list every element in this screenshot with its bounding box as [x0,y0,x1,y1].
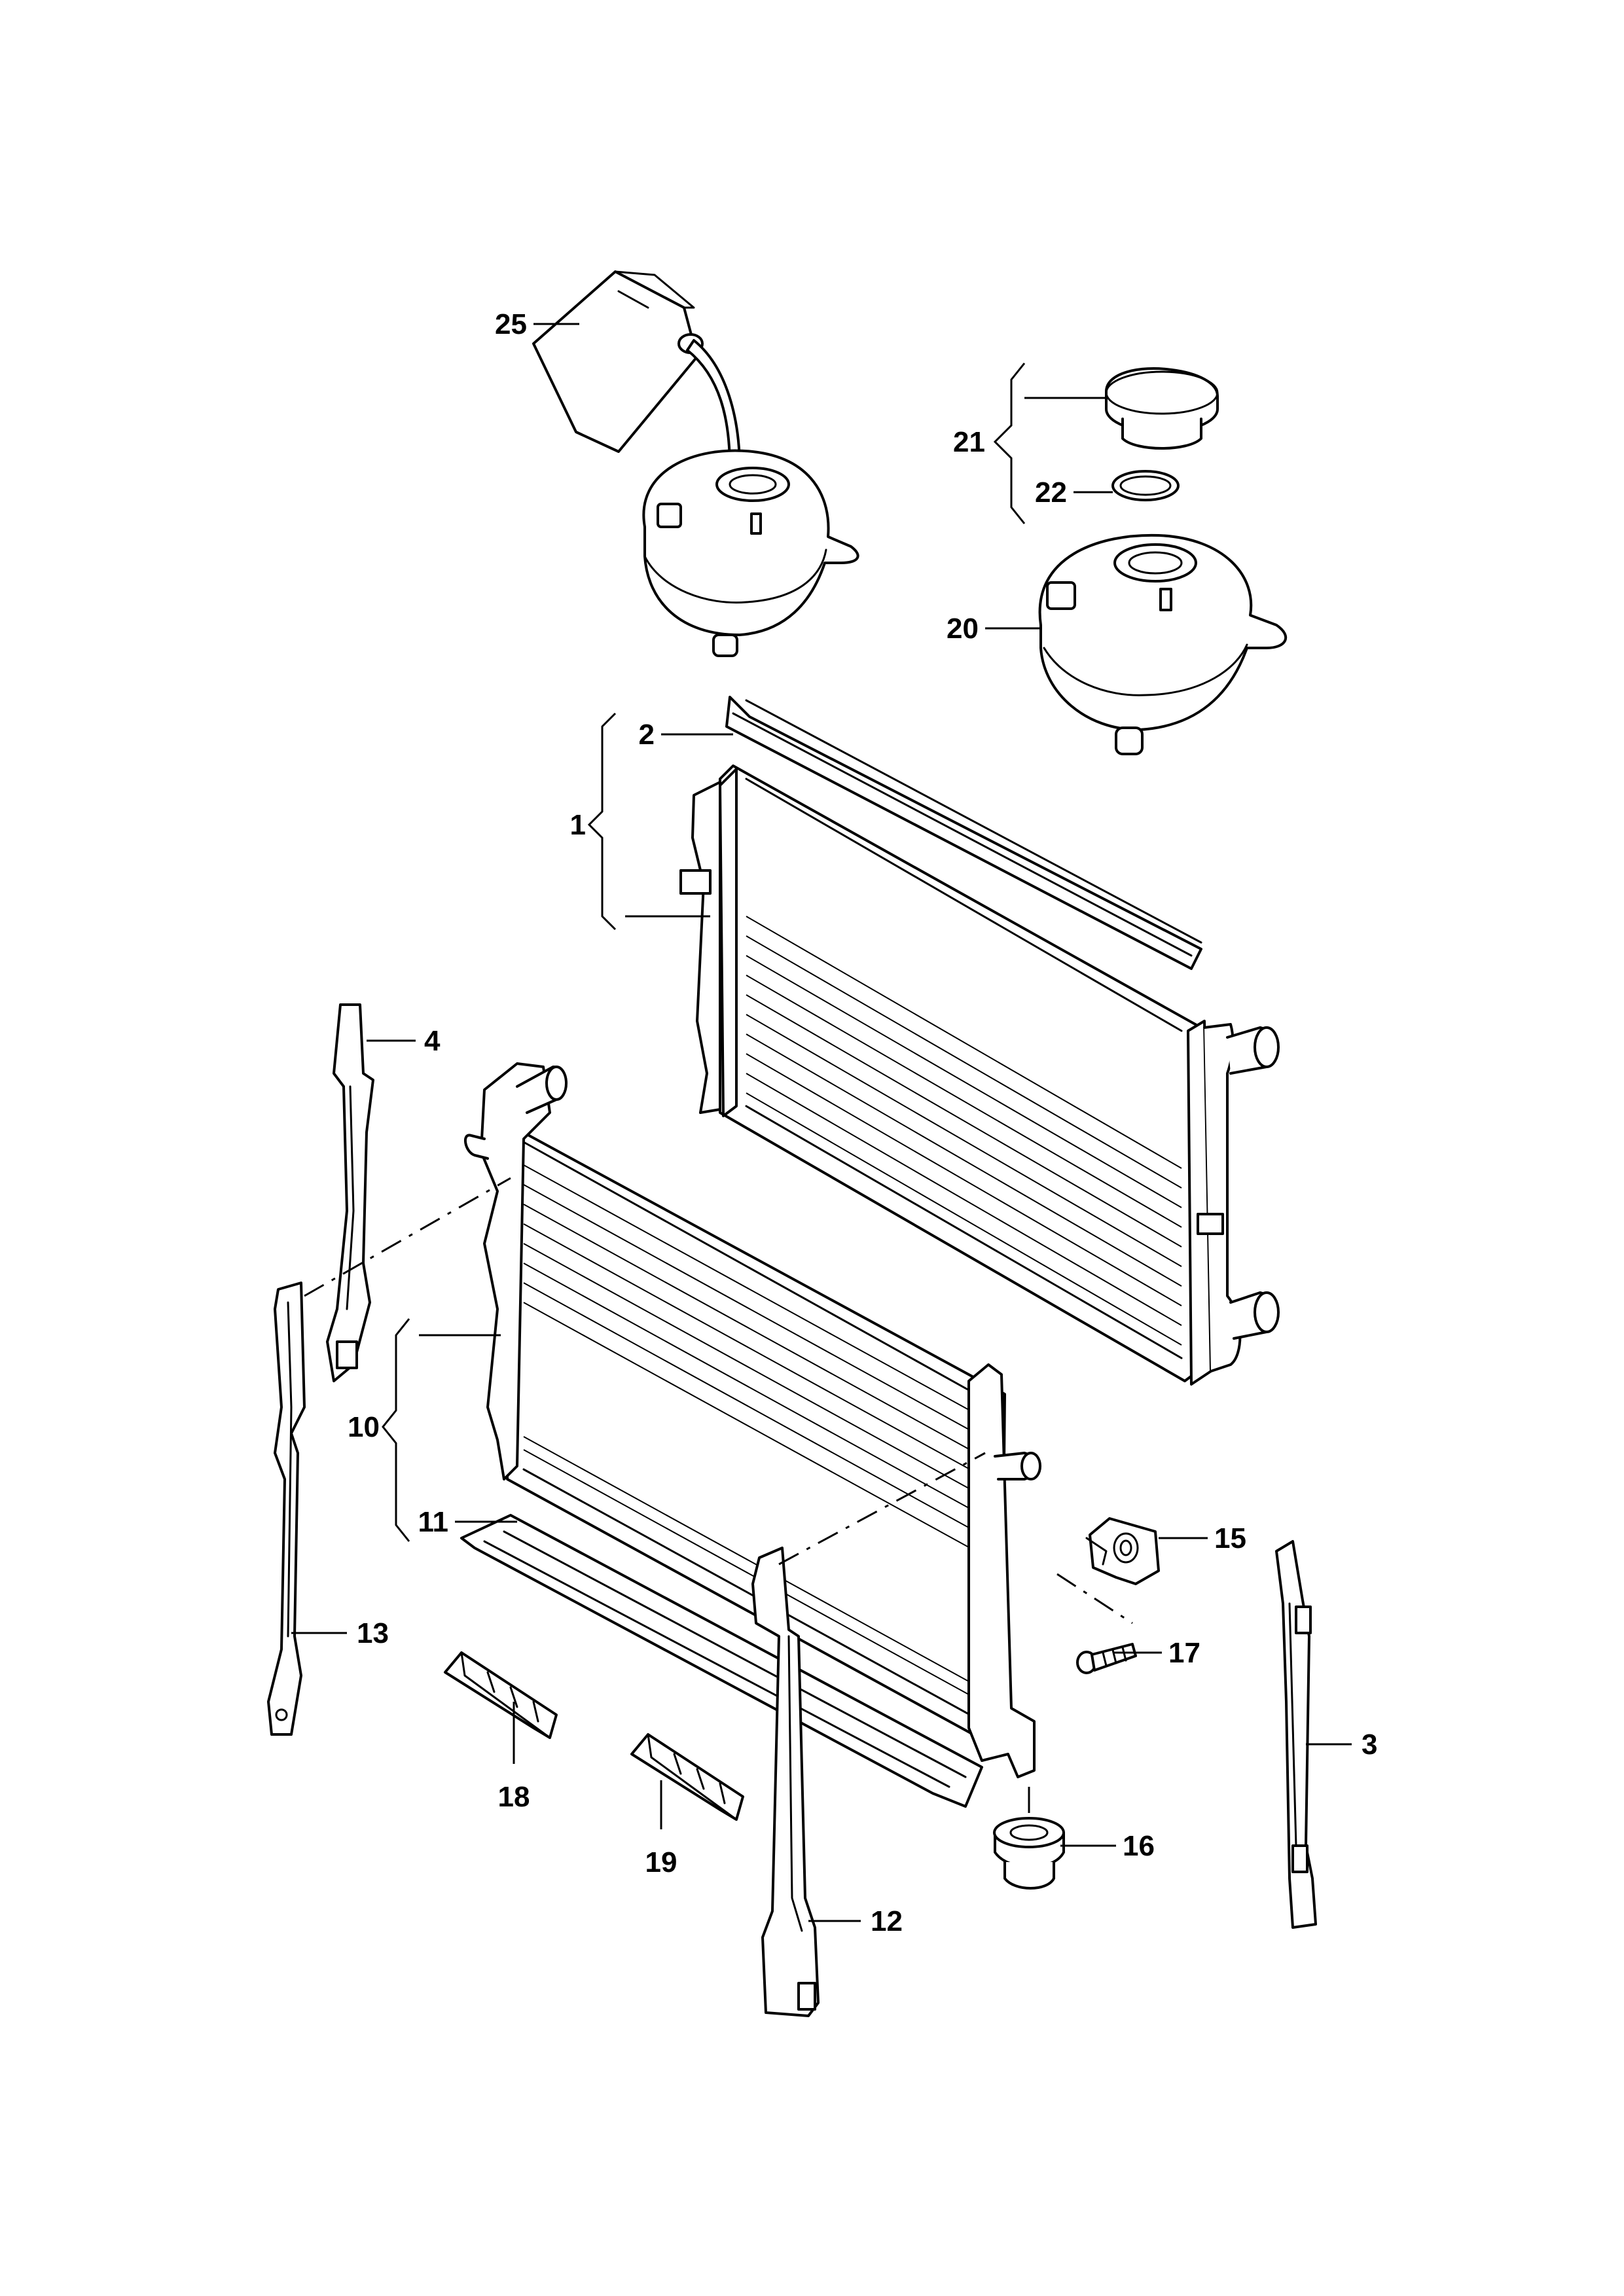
screw [1056,1573,1137,1674]
callout-13: 13 [291,1617,389,1649]
callout-20-label: 20 [947,613,979,645]
air-guide-right [1275,1540,1317,1929]
bracket-clip-18 [444,1651,558,1739]
seal-strip-upper [725,696,1202,970]
callout-2-label: 2 [639,719,655,751]
bracket-clip-19 [630,1733,744,1821]
callout-22: 22 [1035,476,1113,509]
callout-13-label: 13 [357,1617,389,1649]
callout-1: 1 [570,712,710,931]
rubber-mount [993,1787,1065,1890]
filler-cap [1105,367,1219,450]
callout-20: 20 [947,613,1041,645]
radiator [679,764,1280,1386]
callout-19: 19 [645,1780,677,1878]
callout-16-label: 16 [1123,1830,1155,1862]
auxiliary-radiator-core-fins [523,1164,983,1702]
callout-15-label: 15 [1214,1522,1246,1554]
callout-4: 4 [367,1025,441,1057]
callout-12: 12 [808,1905,903,1937]
callout-3: 3 [1306,1729,1377,1761]
callout-22-label: 22 [1035,476,1067,509]
callout-12-label: 12 [871,1905,903,1937]
callout-21-label: 21 [953,426,985,458]
callout-11: 11 [418,1506,517,1538]
callout-25-label: 25 [495,308,527,340]
callout-2: 2 [639,719,733,751]
air-guide-left-lower [267,1282,306,1736]
callout-17: 17 [1113,1637,1200,1669]
callout-15: 15 [1159,1522,1246,1554]
callout-21: 21 [953,363,1106,524]
expansion-tank [1038,533,1287,755]
callout-1-label: 1 [570,809,586,841]
callout-10-label: 10 [348,1411,380,1443]
retaining-bracket [1085,1517,1160,1585]
seal-strip-lower [460,1514,983,1808]
callout-16: 16 [1060,1830,1155,1862]
seal-ring [1111,470,1180,501]
callout-18-label: 18 [498,1781,530,1813]
air-guide-center [751,1547,820,2017]
assembly-lines [304,1177,986,1566]
radiator-core-fins [746,916,1182,1346]
callout-10: 10 [348,1318,501,1542]
coolant-bottle [532,270,741,469]
callout-25: 25 [495,308,579,340]
air-guide-left-upper [326,1003,374,1382]
callout-19-label: 19 [645,1846,677,1878]
callout-11-label: 11 [418,1506,448,1538]
callout-3-label: 3 [1362,1729,1377,1761]
callout-18: 18 [498,1702,530,1813]
callout-17-label: 17 [1168,1637,1200,1669]
callout-4-label: 4 [424,1025,441,1057]
auxiliary-radiator [464,1062,1041,1778]
expansion-tank-filling [642,449,859,657]
